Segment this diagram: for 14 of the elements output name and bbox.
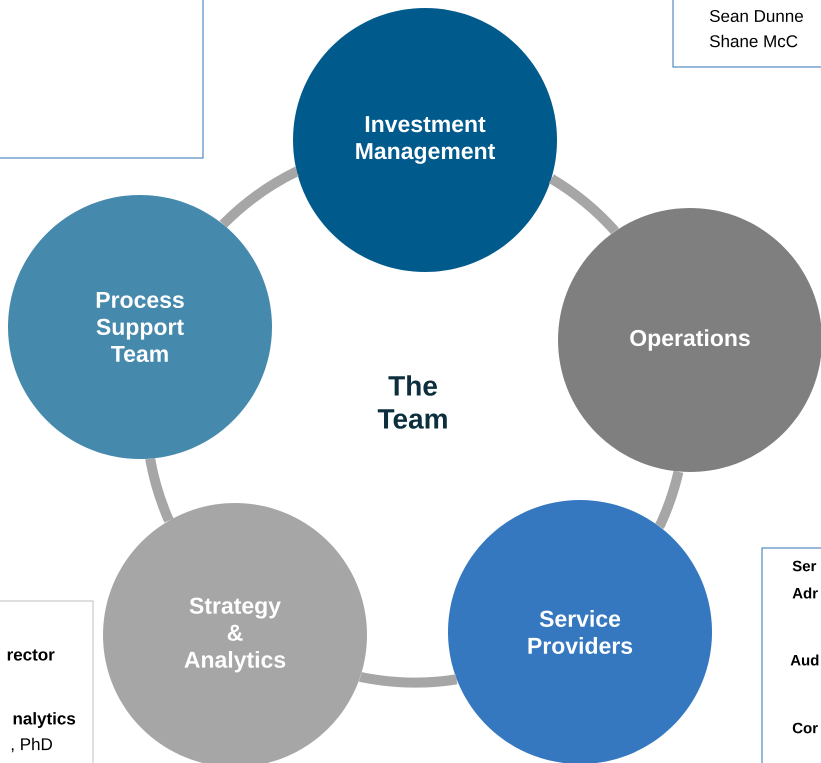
box-text: Cor: [792, 722, 818, 734]
ring-arc: [548, 174, 619, 235]
box-text: , PhD: [12, 738, 52, 752]
box-text: Aud: [790, 654, 818, 666]
center-title: The Team: [378, 375, 447, 429]
text-box: [0, 0, 204, 158]
box-text: Adr: [792, 588, 818, 598]
box-text: Sean Dunne: [710, 10, 803, 22]
ring-arc: [655, 470, 684, 530]
box-text: Ser: [792, 560, 816, 572]
box-text: rector: [8, 649, 55, 661]
box-text: Shane McC: [710, 34, 798, 48]
ring-arc: [357, 672, 458, 688]
box-text: nalytics: [14, 712, 76, 728]
